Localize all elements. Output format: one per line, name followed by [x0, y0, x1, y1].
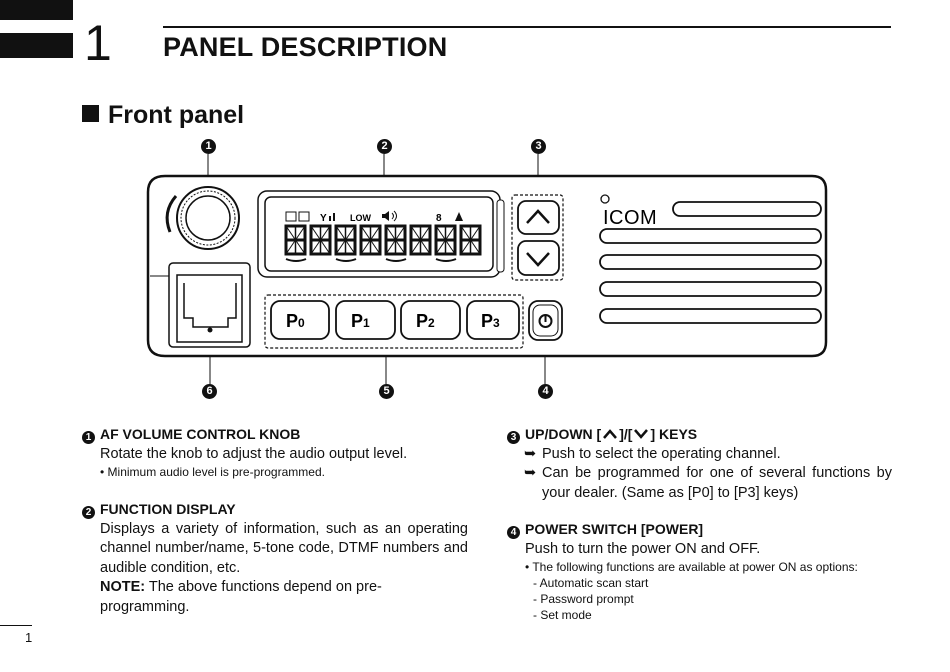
item-af-volume: 1 AF VOLUME CONTROL KNOB Rotate the knob …	[82, 425, 468, 480]
chapter-tab-bar	[0, 0, 73, 20]
callout-4: 4	[538, 384, 553, 399]
item-title: FUNCTION DISPLAY	[100, 501, 236, 517]
callout-5: 5	[379, 384, 394, 399]
item-title: POWER SWITCH [POWER]	[525, 521, 704, 537]
callout-6: 6	[202, 384, 217, 399]
list-item-text: Push to select the operating channel.	[542, 445, 781, 462]
segment-display	[284, 224, 482, 262]
display-low-label: LOW	[350, 213, 371, 223]
list-item-text: Can be programmed for one of several fun…	[542, 465, 892, 501]
item-heading: 4 POWER SWITCH [POWER]	[507, 520, 892, 540]
item-note: • The following functions are available …	[525, 560, 858, 574]
radio-front-panel-illustration: Y LOW 8 P0 P1 P2 P3 IC	[146, 154, 828, 384]
item-text: Push to turn the power ON and OFF.	[525, 540, 761, 557]
item-heading: 2 FUNCTION DISPLAY	[82, 500, 468, 520]
option-item: - Automatic scan start	[533, 576, 649, 590]
item-text: Displays a variety of information, such …	[100, 520, 468, 576]
note-label: NOTE:	[100, 579, 146, 595]
item-title-part: ] KEYS	[650, 426, 698, 442]
item-title-part: UP/DOWN [	[525, 426, 602, 442]
item-number-badge: 1	[82, 431, 95, 444]
svg-text:P3: P3	[481, 311, 500, 331]
callout-2: 2	[377, 139, 392, 154]
chevron-up-icon	[603, 429, 618, 439]
item-heading: 3 UP/DOWN [ ]/[ ] KEYS	[507, 425, 892, 445]
item-title-part: ]/[	[619, 426, 633, 442]
title-rule	[163, 26, 891, 28]
section-title-text: Front panel	[108, 101, 245, 129]
page-number-rule	[0, 625, 32, 626]
svg-text:P0: P0	[286, 311, 305, 331]
item-text: Rotate the knob to adjust the audio outp…	[100, 445, 408, 462]
chevron-down-icon	[634, 429, 649, 439]
item-function-display: 2 FUNCTION DISPLAY Displays a variety of …	[82, 500, 468, 617]
callout-3: 3	[531, 139, 546, 154]
page-title: PANEL DESCRIPTION	[163, 32, 448, 62]
item-note: • Minimum audio level is pre-programmed.	[100, 465, 325, 479]
svg-text:P2: P2	[416, 311, 435, 331]
arrow-bullet-icon: ➥	[524, 445, 537, 462]
item-heading: 1 AF VOLUME CONTROL KNOB	[82, 425, 468, 445]
item-power-switch: 4 POWER SWITCH [POWER] Push to turn the p…	[507, 520, 892, 623]
item-number-badge: 3	[507, 431, 520, 444]
option-item: - Set mode	[533, 608, 592, 622]
item-title: AF VOLUME CONTROL KNOB	[100, 426, 301, 442]
brand-logo: ICOM	[603, 207, 657, 229]
item-number-badge: 2	[82, 506, 95, 519]
p-keys: P0 P1 P2 P3	[270, 300, 520, 340]
item-number-badge: 4	[507, 526, 520, 539]
callout-1: 1	[201, 139, 216, 154]
arrow-bullet-icon: ➥	[524, 465, 537, 481]
chapter-tab-bar	[0, 33, 73, 58]
item-note: NOTE: The above functions depend on pre-…	[82, 578, 468, 617]
svg-text:8: 8	[436, 213, 442, 224]
list-item: ➥ Push to select the operating channel.	[507, 445, 892, 465]
note-text: The above functions depend on pre-progra…	[100, 579, 382, 615]
svg-text:Y: Y	[320, 213, 327, 224]
page-number: 1	[25, 630, 33, 645]
svg-text:P1: P1	[351, 311, 370, 331]
chapter-number: 1	[84, 15, 112, 71]
option-item: - Password prompt	[533, 592, 634, 606]
section-title: Front panel	[82, 101, 244, 130]
item-up-down-keys: 3 UP/DOWN [ ]/[ ] KEYS ➥ Push to select the …	[507, 425, 892, 503]
list-item: ➥ Can be programmed for one of several fu…	[507, 464, 892, 503]
square-bullet-icon	[82, 105, 99, 122]
